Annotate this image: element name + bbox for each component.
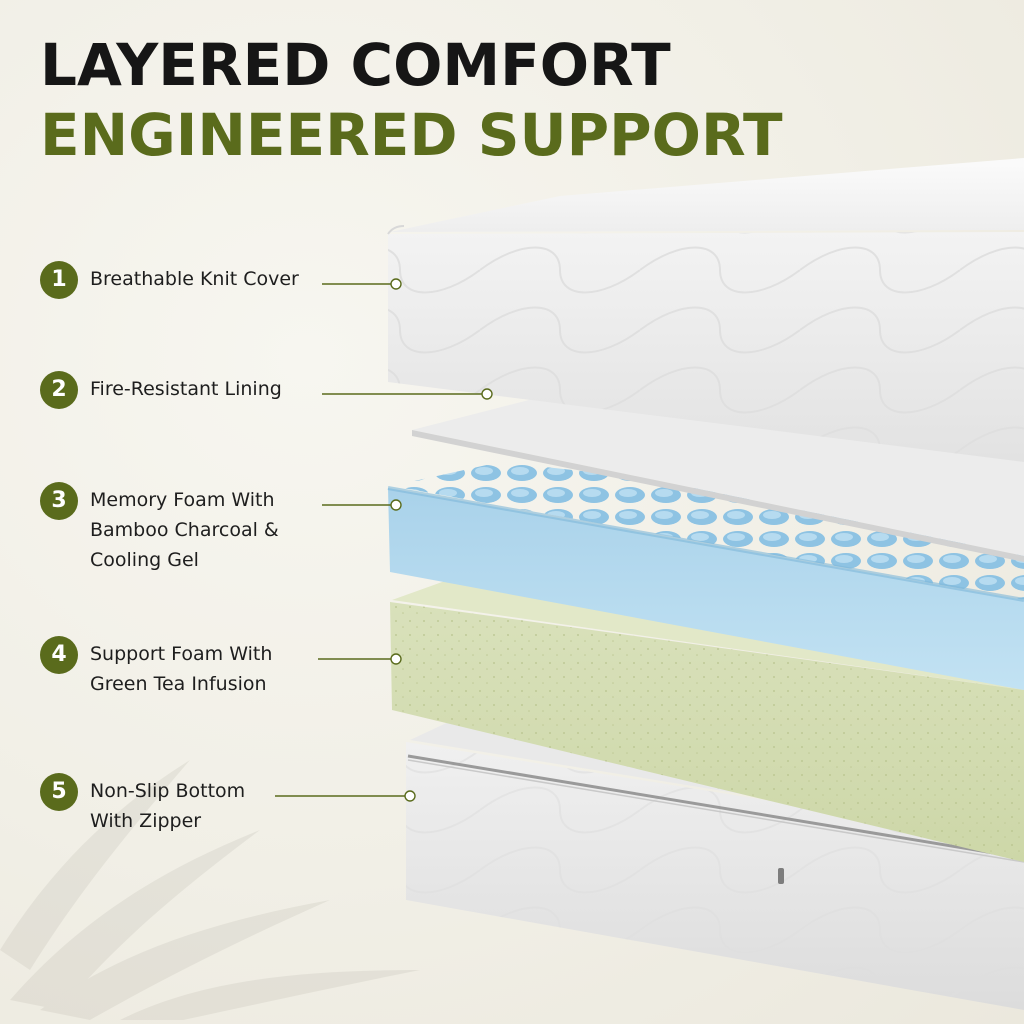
callout-label: Fire-Resistant Lining <box>90 374 320 404</box>
headline-line-1: LAYERED COMFORT <box>40 31 671 99</box>
callout-line: Breathable Knit Cover <box>90 268 299 290</box>
leader-dot-2 <box>481 388 493 400</box>
callout-line: Cooling Gel <box>90 549 199 571</box>
layer-memory-foam <box>387 462 1024 690</box>
callout-number-badge: 4 <box>40 636 78 674</box>
callout-line: Green Tea Infusion <box>90 673 267 695</box>
callout-number-badge: 2 <box>40 371 78 409</box>
layer-knit-cover <box>387 158 1024 462</box>
callout-label: Memory Foam With Bamboo Charcoal & Cooli… <box>90 485 320 575</box>
leader-dot-5 <box>404 790 416 802</box>
callout-number-badge: 5 <box>40 773 78 811</box>
callout-label: Breathable Knit Cover <box>90 264 320 294</box>
zipper-pull-icon <box>778 868 784 884</box>
leader-dot-3 <box>390 499 402 511</box>
callout-line: Memory Foam With <box>90 489 275 511</box>
callout-line: Support Foam With <box>90 643 273 665</box>
leader-dot-1 <box>390 278 402 290</box>
callout-number-badge: 1 <box>40 261 78 299</box>
callout-line: Fire-Resistant Lining <box>90 378 282 400</box>
callout-label: Support Foam With Green Tea Infusion <box>90 639 320 699</box>
leader-dot-4 <box>390 653 402 665</box>
callout-line: With Zipper <box>90 810 202 832</box>
headline-line-2: ENGINEERED SUPPORT <box>40 101 783 169</box>
callout-number-badge: 3 <box>40 482 78 520</box>
callout-line: Bamboo Charcoal & <box>90 519 279 541</box>
palm-leaf-shadow <box>0 760 420 1020</box>
callout-label: Non-Slip Bottom With Zipper <box>90 776 320 836</box>
headline: LAYERED COMFORT ENGINEERED SUPPORT <box>40 30 783 170</box>
callout-line: Non-Slip Bottom <box>90 780 246 802</box>
